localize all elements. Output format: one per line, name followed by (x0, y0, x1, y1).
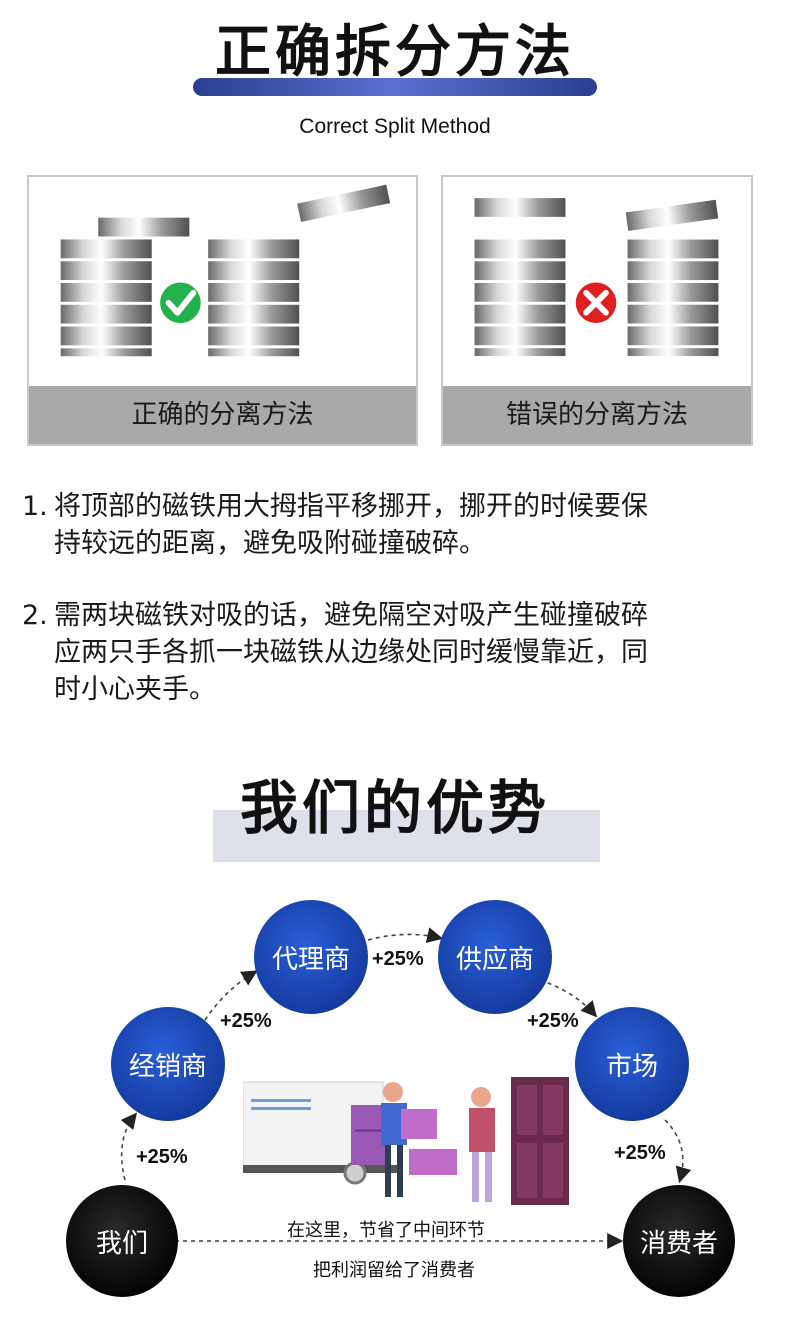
delivery-illustration (243, 1077, 569, 1205)
node-market: 市场 (575, 1007, 689, 1121)
markup-label: +25% (372, 948, 424, 970)
advantages-title-bg (213, 810, 600, 862)
magnet-stack-left (60, 217, 190, 357)
arrow-supplier-to-market (539, 979, 598, 1018)
instruction-line: 时小心夹手。 (54, 674, 216, 705)
correct-method-panel: 正确的分离方法 (27, 175, 418, 446)
arrow-us-to-distributor (120, 1112, 137, 1181)
diagram-arrows (120, 927, 692, 1249)
wrong-method-label: 错误的分离方法 (443, 386, 751, 444)
door-icon (511, 1077, 569, 1205)
node-distributor: 经销商 (111, 1007, 225, 1121)
node-agent: 代理商 (254, 900, 368, 1014)
cross-icon (572, 279, 620, 326)
magnet-stack-left (474, 198, 566, 357)
wrong-method-panel: 错误的分离方法 (441, 175, 753, 446)
advantages-title: 我们的优势 (239, 774, 550, 842)
title-wrap: 正确拆分方法 (0, 18, 790, 88)
title-underline-bar (193, 78, 597, 96)
page-title: 正确拆分方法 (215, 20, 575, 85)
markup-label: +25% (136, 1146, 188, 1168)
markup-label: +25% (614, 1142, 666, 1164)
check-icon (157, 279, 204, 327)
correct-method-label: 正确的分离方法 (29, 386, 416, 444)
receiver-person-icon (469, 1087, 495, 1202)
instruction-line: 将顶部的磁铁用大拇指平移挪开，挪开的时候要保 (54, 491, 648, 522)
arrow-agent-to-supplier (367, 927, 444, 943)
wrong-split-illustration (474, 198, 719, 357)
instruction-2: 2.需两块磁铁对吸的话，避免隔空对吸产生碰撞破碎 应两只手各抓一块磁铁从边缘处同… (22, 597, 762, 708)
instruction-1: 1.将顶部的磁铁用大拇指平移挪开，挪开的时候要保 持较远的距离，避免吸附碰撞破碎… (22, 488, 762, 562)
instruction-line: 应两只手各抓一块磁铁从边缘处同时缓慢靠近，同 (54, 637, 648, 668)
node-us: 我们 (66, 1185, 178, 1297)
instruction-number: 1. (22, 491, 48, 522)
node-supplier: 供应商 (438, 900, 552, 1014)
page-subtitle: Correct Split Method (299, 115, 491, 138)
correct-split-illustration (60, 184, 391, 357)
arrow-market-to-consumer (664, 1119, 692, 1184)
instruction-number: 2. (22, 600, 48, 631)
magnet-stack-right (625, 199, 719, 357)
instruction-line: 需两块磁铁对吸的话，避免隔空对吸产生碰撞破碎 (54, 600, 648, 631)
node-consumer: 消费者 (623, 1185, 735, 1297)
delivery-person-icon (381, 1082, 457, 1197)
supply-chain-diagram: 代理商 供应商 经销商 市场 我们 消费者 +25% +25% +25% +25… (0, 880, 790, 1320)
markup-label: +25% (220, 1010, 272, 1032)
instruction-line: 持较远的距离，避免吸附碰撞破碎。 (54, 528, 486, 559)
arrow-distributor-to-agent (204, 970, 258, 1021)
markup-label: +25% (527, 1010, 579, 1032)
magnet-stack-right (208, 184, 391, 357)
caption-top: 在这里，节省了中间环节 (287, 1220, 485, 1241)
caption-bottom: 把利润留给了消费者 (313, 1260, 475, 1281)
